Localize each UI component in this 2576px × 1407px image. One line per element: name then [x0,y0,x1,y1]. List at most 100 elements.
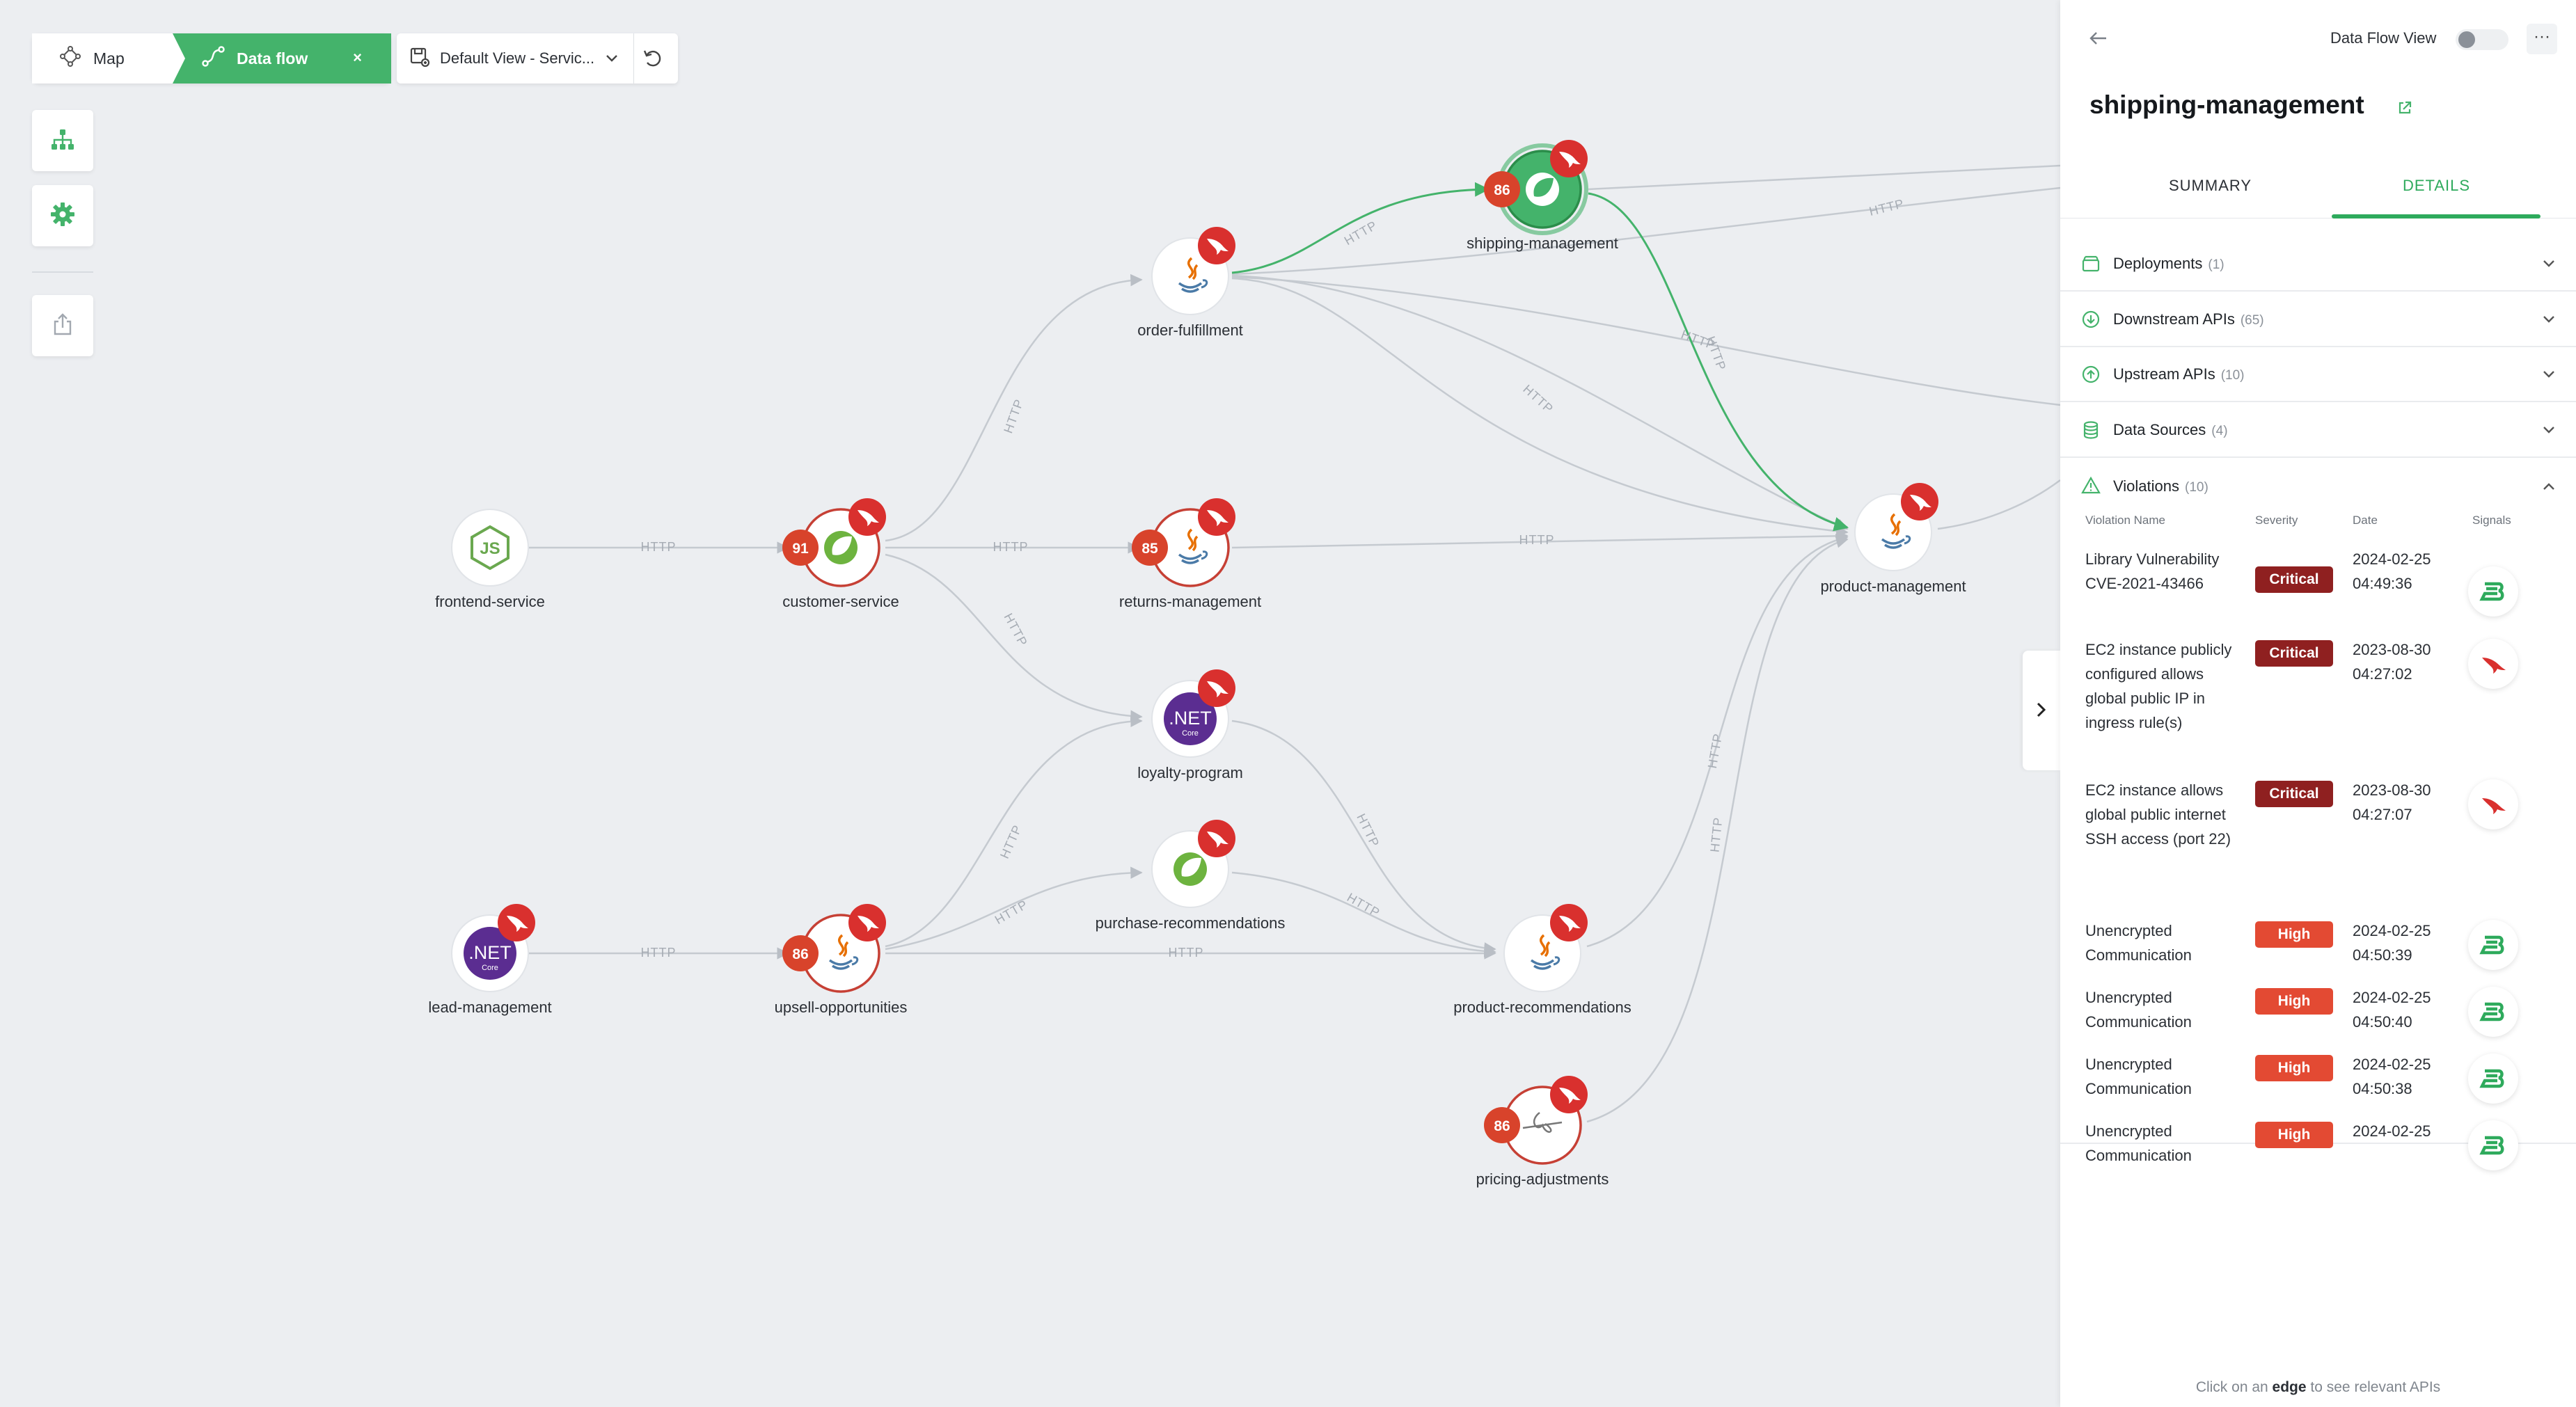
falcon-alert-icon[interactable] [1550,904,1588,941]
section-name: Data Sources [2113,421,2206,438]
edge-shipping-offscreen [1588,164,2061,191]
hint-text: to see relevant APIs [2310,1379,2441,1395]
falcon-alert-icon[interactable] [1198,227,1235,264]
violation-name: Unencrypted Communication [2085,922,2192,964]
edge-order-product [1231,277,1849,538]
section-count: (4) [2211,424,2228,438]
saved-view-icon [409,47,430,71]
severity-badge: High [2255,988,2333,1015]
section-upstream-apis[interactable]: Upstream APIs(10) [2060,348,2576,402]
risk-score-badge: 86 [1484,171,1520,207]
b-logo-signal-icon[interactable] [2468,987,2518,1037]
falcon-alert-icon[interactable] [1198,669,1235,707]
section-count: (1) [2208,257,2225,272]
severity-badge: High [2255,921,2333,948]
edge-order-shipping [1231,182,1490,274]
svg-text:86: 86 [1494,1118,1510,1134]
svg-text:.NET: .NET [1169,708,1212,729]
chevron-down-icon [2543,312,2555,328]
edge-order-offscreen [1231,186,2061,276]
falcon-signal-icon[interactable] [2468,639,2518,689]
map-icon [60,46,81,71]
violation-date: 2024-02-25 04:50:38 [2353,1056,2431,1097]
back-arrow-icon[interactable] [2088,28,2109,54]
chevron-down-icon [606,51,618,66]
edge-label: HTTP [993,897,1030,927]
collapse-panel-button[interactable] [2023,651,2060,770]
b-logo-signal-icon[interactable] [2468,1054,2518,1104]
node-order[interactable]: order-fulfillment [1137,227,1243,339]
data-flow-tab[interactable]: Data flow × [173,33,391,84]
col-header-date: Date [2353,514,2378,527]
falcon-alert-icon[interactable] [1550,1076,1588,1113]
section-name: Violations [2113,477,2179,495]
edge-order-product-2 [1231,274,1849,530]
tab-summary[interactable]: SUMMARY [2169,177,2252,194]
external-link-icon[interactable] [2397,100,2412,119]
violations-list[interactable]: Library Vulnerability CVE-2021-43466 Cri… [2060,529,2576,1170]
tab-details[interactable]: DETAILS [2403,177,2471,194]
risk-score-badge: 91 [782,530,819,566]
falcon-alert-icon[interactable] [848,498,886,536]
data-flow-tab-label: Data flow [237,49,308,67]
more-options-button[interactable]: ··· [2527,24,2557,54]
falcon-alert-icon[interactable] [1550,140,1588,177]
view-selector-label: Default View - Servic... [440,49,595,67]
spring-icon [1174,852,1207,886]
section-deployments[interactable]: Deployments(1) [2060,237,2576,292]
violation-name: Unencrypted Communication [2085,1056,2192,1097]
data-flow-view-toggle[interactable] [2456,29,2508,50]
data-flow-graph[interactable]: HTTP HTTP HTTP HTTP HTTP HTTP HTTP HTTP … [0,0,2061,1407]
node-purchase[interactable]: purchase-recommendations [1096,820,1286,932]
b-logo-signal-icon[interactable] [2468,566,2518,617]
java-icon [828,934,859,970]
hierarchy-button[interactable] [32,110,93,171]
warning-triangle-icon [2081,476,2101,499]
map-tab-label: Map [93,49,125,67]
reset-view-icon[interactable] [642,47,664,73]
falcon-alert-icon[interactable] [1198,498,1235,536]
edge-returns-product [1231,530,1849,549]
node-label: returns-management [1119,593,1261,610]
edge-upsell-purchase [885,866,1143,951]
node-label: product-management [1820,578,1966,595]
edge-product-offscreen [1937,479,2061,530]
export-button[interactable] [32,295,93,356]
falcon-alert-icon[interactable] [498,904,535,941]
edge-prodrec-product [1586,533,1849,948]
falcon-alert-icon[interactable] [848,904,886,941]
section-downstream-apis[interactable]: Downstream APIs(65) [2060,293,2576,347]
edge-label: HTTP [1345,890,1382,920]
settings-button[interactable] [32,185,93,246]
java-icon [1178,528,1208,564]
section-violations[interactable]: Violations(10) [2060,459,2576,514]
falcon-alert-icon[interactable] [1901,483,1938,520]
node-prodrec[interactable]: product-recommendations [1453,904,1631,1016]
hint-bold: edge [2272,1379,2307,1395]
edge-customer-loyalty [885,553,1143,722]
nodejs-icon: JS [471,525,509,571]
b-logo-signal-icon[interactable] [2468,920,2518,970]
map-tab[interactable]: Map [32,33,185,84]
severity-badge: High [2255,1122,2333,1148]
chevron-down-icon [2543,256,2555,272]
svg-text:86: 86 [1494,182,1510,198]
node-product[interactable]: product-management [1820,483,1966,595]
hint-text: Click on an [2195,1379,2268,1395]
b-logo-signal-icon[interactable] [2468,1120,2518,1170]
severity-badge: Critical [2255,566,2333,593]
gear-icon [49,200,77,232]
view-selector[interactable]: Default View - Servic... [397,33,678,84]
falcon-alert-icon[interactable] [1198,820,1235,857]
section-data-sources[interactable]: Data Sources (4) [2060,404,2576,458]
falcon-signal-icon[interactable] [2468,779,2518,829]
close-tab-icon[interactable]: × [353,49,362,66]
